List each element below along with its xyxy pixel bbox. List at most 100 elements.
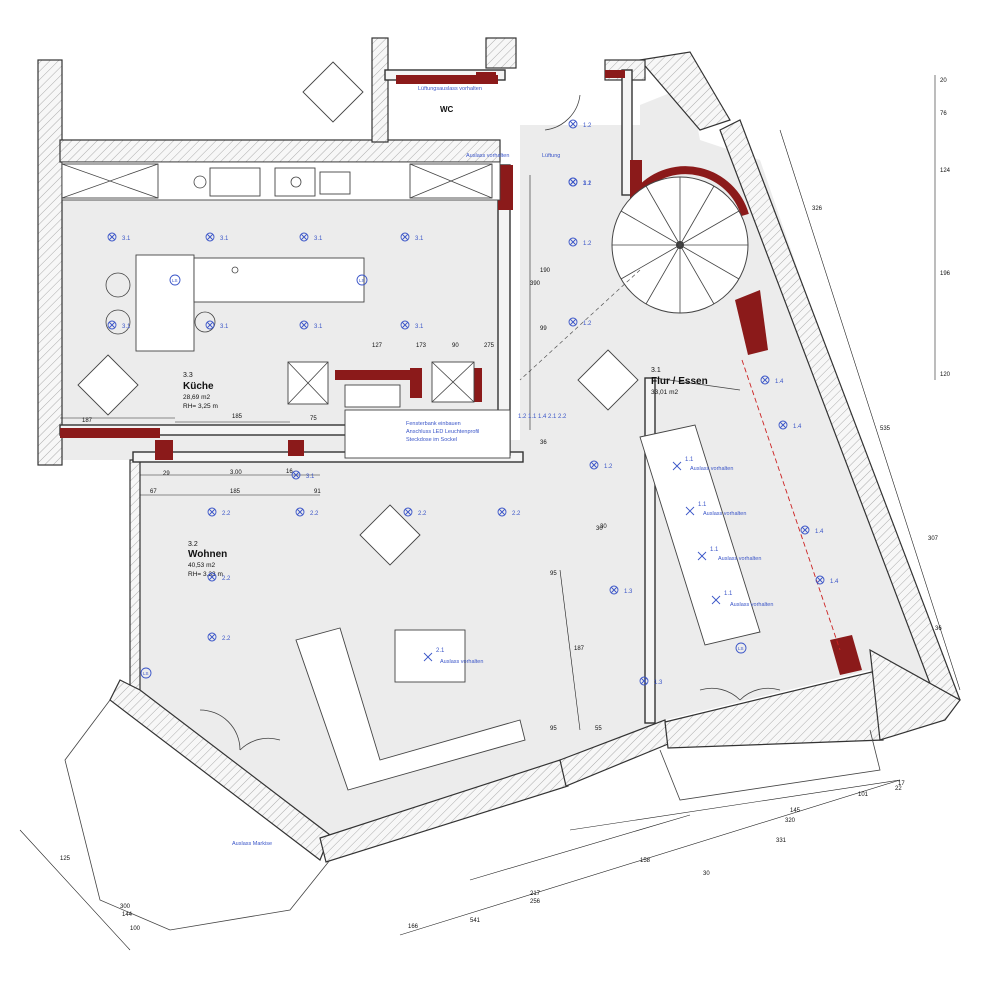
markise-note: Auslass Markise [232,841,272,847]
dimension-label: 101 [858,792,869,798]
lamp-label: 3.1 [583,181,592,187]
dimension-label: 120 [940,372,951,378]
switch-label: LS [143,671,149,676]
dimension-label: 145 [790,808,801,814]
dimension-label: 144 [122,912,133,918]
svg-text:Fensterbank einbauen: Fensterbank einbauen [406,421,461,427]
kitchen-wall-notes: Fensterbank einbauen Anschluss LED Leuch… [406,421,479,443]
lamp-icon: 3.1 [205,232,229,242]
switch-label: LS [359,278,365,283]
lamp-icon: 1.2 [589,460,613,470]
lamp-icon: 3.1 [299,232,323,242]
lamp-label: 1.2 [583,321,592,327]
lamp-icon: 1.4 [778,420,802,430]
outlet-label: 1.1 [685,457,694,463]
switch-label: LS [172,278,178,283]
circuit-row: 1.2 1.1 1.4 2.1 2.2 [518,414,567,420]
svg-text:Auslass vorhalten: Auslass vorhalten [690,466,733,472]
dimension-label: 95 [550,726,557,732]
room-area: 33,01 m2 [651,389,678,396]
outlet-icon: 1.1 [711,591,733,605]
lamp-label: 3.1 [122,236,131,242]
dimension-label: 36 [540,440,547,446]
lamp-icon: 1.4 [760,375,784,385]
lamp-icon: 1.4 [815,575,839,585]
sofa [295,627,526,791]
dimension-label: 22 [895,786,902,792]
dimension-label: 100 [130,926,141,932]
kitchen-island [105,254,365,352]
dimension-label: 187 [574,646,585,652]
outlet-label: 1.1 [698,502,707,508]
lamp-label: 1.4 [793,424,802,430]
dimension-lines [19,75,961,951]
room-label-living: 3.2 Wohnen 40,53 m2 RH= 3,33 m [188,541,227,578]
dimension-label: 124 [940,168,951,174]
lamp-label: 2.2 [222,636,231,642]
kitchen-tall-units [287,361,511,459]
outlet-icon: 1.1 [672,457,694,471]
lamp-label: 3.1 [314,324,323,330]
bath-outlet-note: Auslass vorhalten [466,153,509,159]
dimension-label: 535 [880,426,891,432]
dimension-label: 190 [540,268,551,274]
dimension-label: 67 [150,489,157,495]
lamp-label: 1.2 [583,123,592,129]
lamp-icon: 3.1 [400,320,424,330]
outlet-icon: 2.1 [423,648,445,662]
dashed-lines [519,269,841,651]
outlet-label: 1.1 [724,591,733,597]
sofa-note: Auslass vorhalten [440,659,483,665]
dimension-label: 55 [595,726,602,732]
room-area: 28,69 m2 [183,394,210,401]
terrace-outline [64,699,881,931]
ceiling-fixtures [77,61,639,566]
svg-text:Auslass vorhalten: Auslass vorhalten [703,511,746,517]
dimension-label: 158 [640,858,651,864]
dimension-label: 127 [372,343,383,349]
room-area: 40,53 m2 [188,562,215,569]
dimension-label: 256 [530,899,541,905]
lamp-label: 3.1 [220,324,229,330]
lamp-label: 3.1 [306,474,315,480]
kitchen-counter [61,161,501,201]
dimension-label: 17 [898,781,905,787]
lamp-label: 3.1 [122,324,131,330]
lamp-label: 1.4 [815,529,824,535]
dimension-label: 95 [550,571,557,577]
dimension-label: 331 [776,838,787,844]
dimension-label: 91 [314,489,321,495]
lamp-label: 1.2 [604,464,613,470]
room-height: RH= 3,33 m [188,571,223,578]
lamp-label: 3.1 [415,236,424,242]
dimension-label: 217 [530,891,541,897]
lamp-icon: 3.1 [205,320,229,330]
lamp-icon: 3.1 [291,470,315,480]
lamp-icon: 2.2 [207,507,231,517]
outlet-label: 1.1 [710,547,719,553]
room-height: RH= 3,25 m [183,403,218,410]
room-name: Wohnen [188,549,227,560]
lamp-label: 1.4 [830,579,839,585]
lamp-label: 1.3 [624,589,633,595]
lamp-label: 2.2 [418,511,427,517]
lamp-icon: 1.2 [568,237,592,247]
svg-text:Auslass vorhalten: Auslass vorhalten [718,556,761,562]
dimension-label: 99 [540,326,547,332]
lamp-label: 1.3 [654,680,663,686]
dimension-label: 390 [530,281,541,287]
dimension-label: 3.00 [230,470,242,476]
svg-text:Anschluss LED Leuchtenprofil: Anschluss LED Leuchtenprofil [406,429,479,435]
lamp-label: 2.2 [222,511,231,517]
dimension-label: 196 [940,271,951,277]
dining-table [639,424,761,646]
switch-icon: LS [169,274,181,286]
dimension-label: 30 [703,871,710,877]
wc-vent-note: Lüftungsauslass vorhalten [418,86,482,92]
dining-notes: Auslass vorhalten Auslass vorhalten Ausl… [690,466,773,608]
lamp-icon: 1.2 [568,317,592,327]
lamp-label: 1.2 [583,241,592,247]
dimension-label: 29 [163,471,170,477]
